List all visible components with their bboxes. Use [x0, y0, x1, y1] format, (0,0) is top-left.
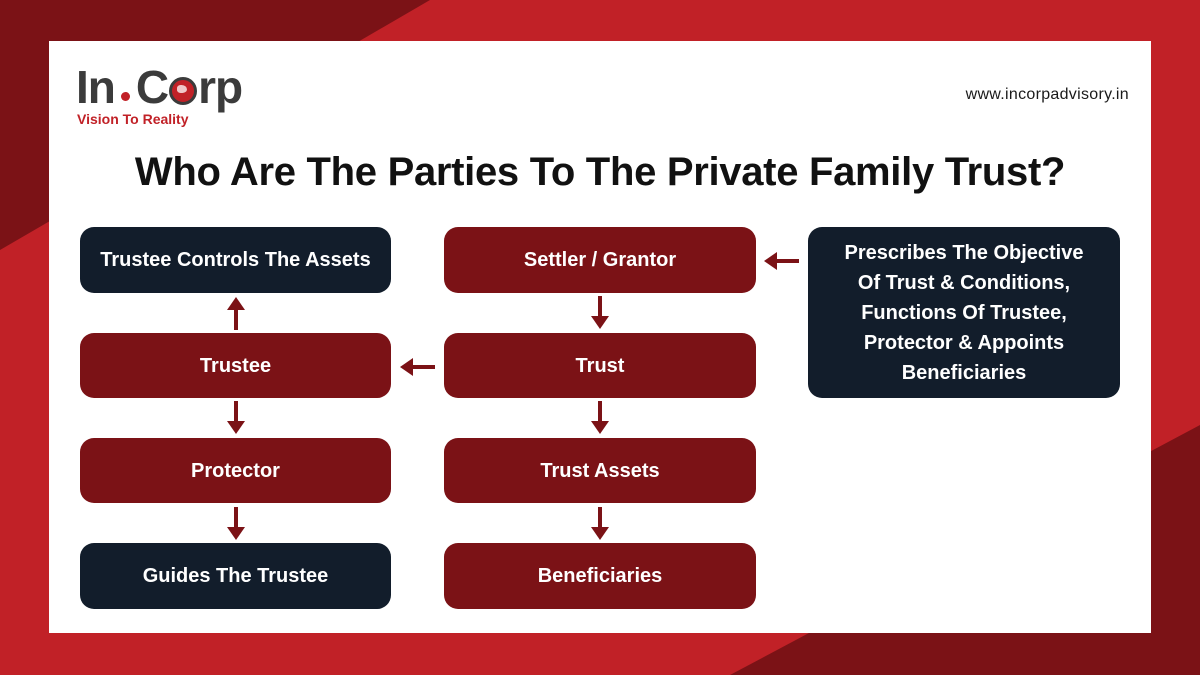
incorp-logo: In C rp Vision To Reality [76, 61, 243, 127]
trustee-controls-box: Trustee Controls The Assets [80, 227, 391, 293]
page-title: Who Are The Parties To The Private Famil… [134, 150, 1066, 194]
arrow-down-icon [589, 296, 611, 330]
logo-text-rp: rp [198, 61, 243, 113]
prescribes-line-2: Of Trust & Conditions, [857, 271, 1071, 294]
logo-dot-icon [120, 91, 130, 101]
trust-assets-label: Trust Assets [540, 459, 660, 482]
guides-trustee-box: Guides The Trustee [80, 543, 391, 609]
prescribes-line-5: Beneficiaries [901, 361, 1027, 384]
prescribes-line-1: Prescribes The Objective [844, 241, 1084, 264]
prescribes-line-3: Functions Of Trustee, [861, 301, 1067, 324]
arrow-up-icon [225, 296, 247, 330]
prescribes-line-4: Protector & Appoints [863, 331, 1065, 354]
arrow-down-icon [589, 401, 611, 435]
arrow-down-icon [225, 401, 247, 435]
arrow-down-icon [225, 507, 247, 541]
trustee-box: Trustee [80, 333, 391, 398]
guides-trustee-label: Guides The Trustee [142, 565, 329, 587]
logo-text-c: C [135, 61, 169, 113]
globe-icon [169, 77, 198, 105]
arrow-left-icon [764, 250, 800, 272]
logo-wordmark: In C rp [76, 61, 243, 113]
logo-text-in: In [76, 61, 116, 113]
arrow-left-icon [400, 356, 436, 378]
trust-box: Trust [444, 333, 756, 398]
arrow-down-icon [589, 507, 611, 541]
prescribes-box: Prescribes The Objective Of Trust & Cond… [808, 227, 1120, 398]
beneficiaries-box: Beneficiaries [444, 543, 756, 609]
trust-assets-box: Trust Assets [444, 438, 756, 503]
protector-box: Protector [80, 438, 391, 503]
trustee-label: Trustee [199, 354, 272, 377]
beneficiaries-label: Beneficiaries [537, 565, 663, 587]
settler-box: Settler / Grantor [444, 227, 756, 293]
logo-tagline: Vision To Reality [77, 111, 189, 127]
protector-label: Protector [191, 459, 280, 482]
website-url: www.incorpadvisory.in [965, 86, 1129, 103]
trust-label: Trust [575, 354, 625, 377]
trustee-controls-label: Trustee Controls The Assets [100, 249, 371, 271]
settler-label: Settler / Grantor [523, 249, 677, 271]
